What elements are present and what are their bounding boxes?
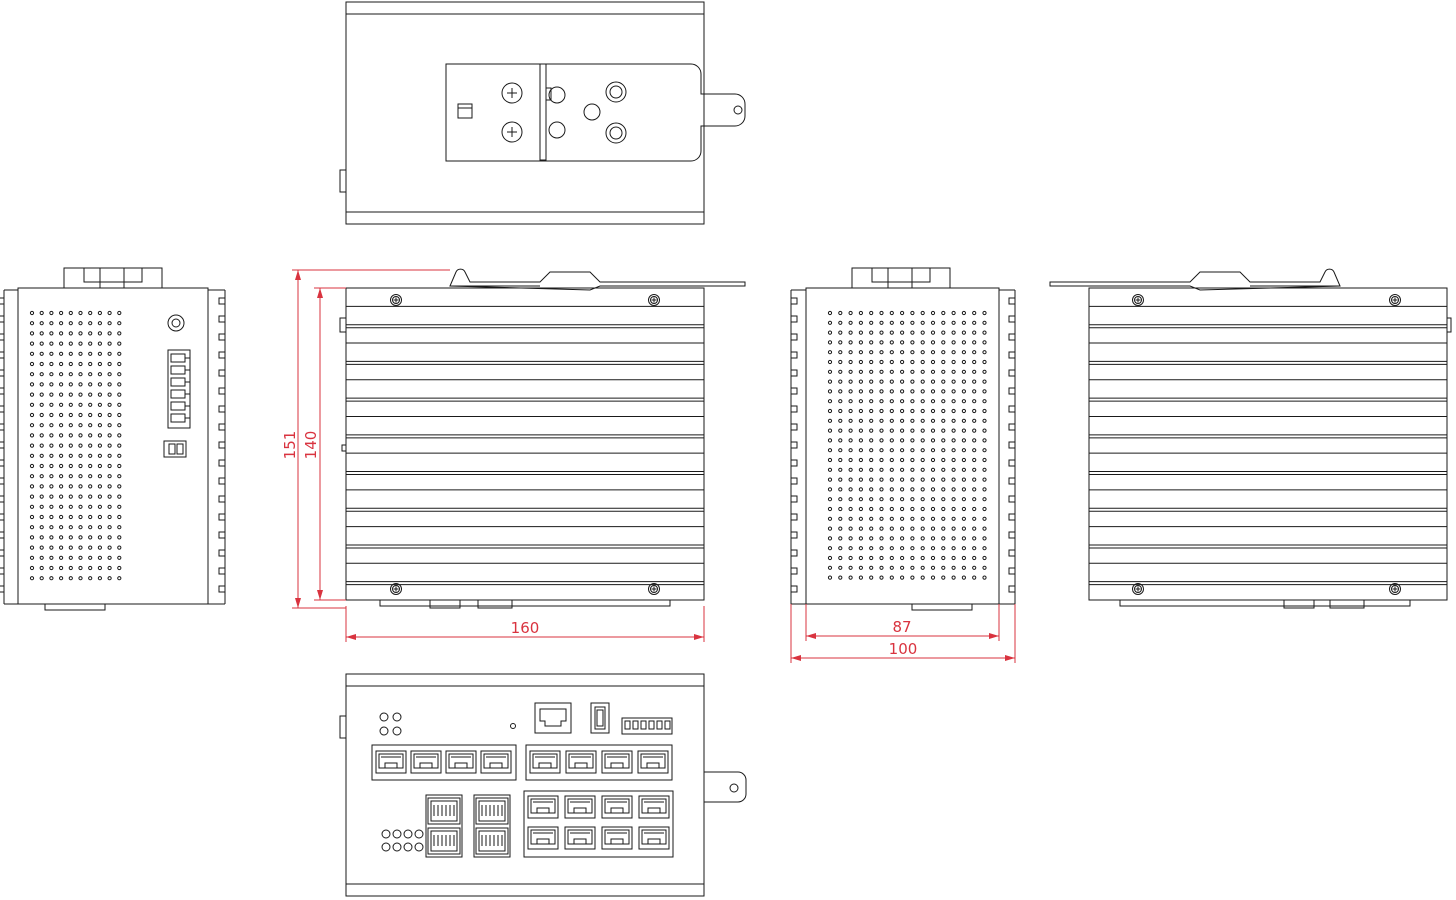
sfp-port-icon xyxy=(475,797,509,825)
rj45-port-icon xyxy=(638,795,670,819)
screw-icon xyxy=(1389,583,1401,595)
rj45-port-icon xyxy=(564,795,596,819)
screw-icon xyxy=(501,82,523,104)
sfp-port-icon xyxy=(427,797,461,825)
screw-icon xyxy=(1132,583,1144,595)
port-led-group xyxy=(381,829,424,852)
rj45-port-icon xyxy=(480,750,512,774)
dimension-100-label: 100 xyxy=(889,640,918,658)
console-port-icon xyxy=(534,702,572,734)
rj45-port-icon xyxy=(445,750,477,774)
vent-hole-grid xyxy=(827,310,987,580)
power-terminal-block xyxy=(167,349,191,429)
rj45-port-icon xyxy=(410,750,442,774)
sfp-cage-group xyxy=(425,794,511,858)
bottom-connector-edge xyxy=(379,599,671,609)
top-view xyxy=(339,1,746,225)
din-rail-tab xyxy=(704,771,747,803)
front-panel-view xyxy=(339,673,747,897)
side-ridges xyxy=(790,290,798,600)
rj45-port-icon xyxy=(637,750,669,774)
side-ridges xyxy=(1008,290,1016,600)
left-side-view xyxy=(0,267,226,611)
rear-finned-view xyxy=(1049,268,1452,609)
screw-icon xyxy=(390,583,402,595)
rj45-port-grid xyxy=(523,790,674,858)
din-rail-bracket xyxy=(1049,268,1341,291)
screw-icon xyxy=(648,294,660,306)
status-led-group xyxy=(379,712,402,736)
usb-port-icon xyxy=(590,702,610,734)
screw-icon xyxy=(648,583,660,595)
right-side-view xyxy=(790,267,1016,611)
dimension-160-label: 160 xyxy=(511,619,540,637)
rj45-port-row-a xyxy=(371,744,517,781)
din-clip xyxy=(851,267,951,289)
din-rail-bracket xyxy=(445,63,746,162)
rj45-port-icon xyxy=(601,826,633,850)
rj45-port-icon xyxy=(601,750,633,774)
bottom-connector-edge xyxy=(1119,599,1411,609)
rj45-port-icon xyxy=(529,750,561,774)
din-rail-bracket xyxy=(449,268,746,291)
screw-icon xyxy=(605,122,627,144)
din-clip xyxy=(63,267,163,289)
dimension-87-label: 87 xyxy=(892,618,911,636)
rj45-port-icon xyxy=(565,750,597,774)
rj45-port-icon xyxy=(601,795,633,819)
rj45-port-icon xyxy=(375,750,407,774)
ground-screw-icon xyxy=(167,314,185,332)
vent-hole-grid xyxy=(29,310,122,581)
dimension-140-label: 140 xyxy=(302,431,320,460)
side-ridges xyxy=(218,290,226,600)
screw-icon xyxy=(390,294,402,306)
side-ridges xyxy=(0,290,5,600)
rj45-port-icon xyxy=(564,826,596,850)
dimension-layer xyxy=(292,269,1016,663)
screw-icon xyxy=(1132,294,1144,306)
rj45-port-icon xyxy=(638,826,670,850)
screw-icon xyxy=(501,121,523,143)
sfp-port-icon xyxy=(475,827,509,855)
dio-terminal-icon xyxy=(621,717,673,735)
rj45-port-icon xyxy=(527,826,559,850)
sfp-port-icon xyxy=(427,827,461,855)
screw-icon xyxy=(605,81,627,103)
front-finned-view xyxy=(339,268,746,609)
screw-icon xyxy=(1389,294,1401,306)
rj45-port-icon xyxy=(527,795,559,819)
dimension-151-label: 151 xyxy=(281,431,299,460)
rj45-port-row-b xyxy=(525,744,673,781)
dip-switch-icon xyxy=(163,440,187,458)
